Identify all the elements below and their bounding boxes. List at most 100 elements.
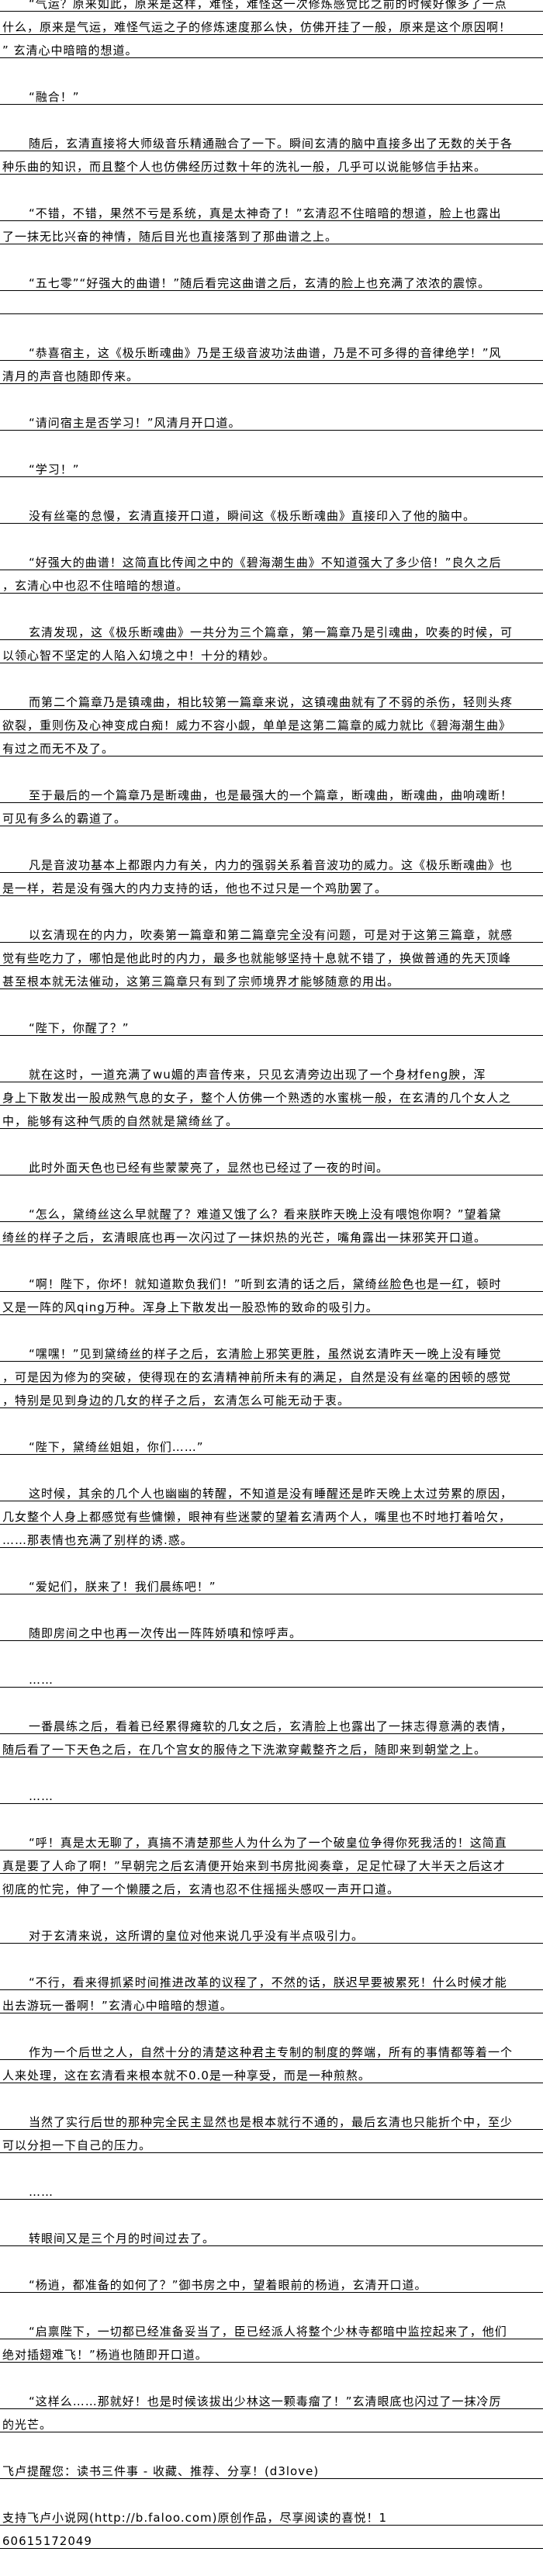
paragraph-gap — [0, 1175, 543, 1199]
paragraph: “不行，看来得抓紧时间推进改革的议程了，不然的话，朕迟早要被累死！什么时候才能出… — [0, 1967, 543, 2013]
text-line: “好强大的曲谱！这简直比传闻之中的《碧海潮生曲》不知道强大了多少倍！”良久之后 — [0, 547, 543, 570]
paragraph-gap — [0, 757, 543, 780]
text-line: ” 玄清心中暗暗的想道。 — [0, 35, 543, 58]
paragraph-gap — [0, 1641, 543, 1664]
text-line: 就在这时，一道充满了wu媚的声音传来，只见玄清旁边出现了一个身材feng腴，浑 — [0, 1059, 543, 1082]
paragraph: 随后，玄清直接将大师级音乐精通融合了一下。瞬间玄清的脑中直接多出了无数的关于各种… — [0, 128, 543, 175]
paragraph-gap — [0, 989, 543, 1013]
paragraph: 这时候，其余的几个人也幽幽的转醒，不知道是没有睡醒还是昨天晚上太过劳累的原因，几… — [0, 1478, 543, 1548]
paragraph: 一番晨练之后，看着已经累得瘫软的几女之后，玄清脸上也露出了一抹志得意满的表情，随… — [0, 1711, 543, 1757]
text-line: 而第二个篇章乃是镇魂曲，相比较第一篇章来说，这镇魂曲就有了不弱的杀伤，轻则头疼 — [0, 687, 543, 710]
text-line: 60615172049 — [0, 2526, 543, 2549]
text-line: “请问宿主是否学习！”风清月开口道。 — [0, 407, 543, 431]
paragraph-gap — [0, 524, 543, 547]
paragraph: “呼！真是太无聊了，真搞不清楚那些人为什么为了一个破皇位争得你死我活的！这简直真… — [0, 1827, 543, 1897]
paragraph-gap — [0, 1944, 543, 1967]
text-line — [0, 291, 543, 314]
text-line: 觉有些吃力了，哪怕是他此时的内力，最多也就能够坚持十息就不错了，换做普通的先天顶… — [0, 943, 543, 966]
paragraph: “启禀陛下，一切都已经准备妥当了，臣已经派人将整个少林寺都暗中监控起来了，他们绝… — [0, 2316, 543, 2363]
paragraph-gap — [0, 2432, 543, 2456]
paragraph: “怎么，黛绮丝这么早就醒了？难道又饿了么？看来朕昨天晚上没有喂饱你啊？”望着黛绮… — [0, 1199, 543, 1245]
paragraph: 而第二个篇章乃是镇魂曲，相比较第一篇章来说，这镇魂曲就有了不弱的杀伤，轻则头疼欲… — [0, 687, 543, 757]
text-line: “陛下，你醒了？” — [0, 1013, 543, 1036]
text-line: “杨逍，都准备的如何了？”御书房之中，望着眼前的杨逍，玄清开口道。 — [0, 2270, 543, 2293]
text-line: 对于玄清来说，这所谓的皇位对他来说几乎没有半点吸引力。 — [0, 1920, 543, 1944]
paragraph: 作为一个后世之人，自然十分的清楚这种君主专制的制度的弊端，所有的事情都等着一个人… — [0, 2037, 543, 2083]
text-line: 以玄清现在的内力，吹奏第一篇章和第二篇章完全没有问题，可是对于这第三篇章，就感 — [0, 919, 543, 943]
paragraph: 支持飞卢小说网(http://b.faloo.com)原创作品，尽享阅读的喜悦！… — [0, 2502, 543, 2549]
paragraph: …… — [0, 2176, 543, 2200]
text-line: “不行，看来得抓紧时间推进改革的议程了，不然的话，朕迟早要被累死！什么时候才能 — [0, 1967, 543, 1990]
text-line: 支持飞卢小说网(http://b.faloo.com)原创作品，尽享阅读的喜悦！… — [0, 2502, 543, 2526]
paragraph-gap — [0, 175, 543, 198]
paragraph-gap — [0, 58, 543, 81]
text-line: 是一样，若是没有强大的内力支持的话，他也不过只是一个鸡肋罢了。 — [0, 873, 543, 896]
paragraph-gap — [0, 1548, 543, 1571]
paragraph: “五七零”“好强大的曲谱！”随后看完这曲谱之后，玄清的脸上也充满了浓浓的震惊。 — [0, 268, 543, 314]
paragraph: “陛下，黛绮丝姐姐，你们……” — [0, 1432, 543, 1455]
paragraph-gap — [0, 1455, 543, 1478]
paragraph-gap — [0, 1594, 543, 1618]
paragraph: 玄清发现，这《极乐断魂曲》一共分为三个篇章，第一篇章乃是引魂曲，吹奏的时候，可以… — [0, 617, 543, 663]
paragraph: “不错，不错，果然不亏是系统，真是太神奇了！”玄清忍不住暗暗的想道，脸上也露出了… — [0, 198, 543, 244]
text-line: 几女整个人身上都感觉有些慵懒，眼神有些迷蒙的望着玄清两个人，嘴里也不时地打着哈欠… — [0, 1501, 543, 1525]
paragraph-gap — [0, 1245, 543, 1269]
text-line: “融合！” — [0, 81, 543, 105]
paragraph: “杨逍，都准备的如何了？”御书房之中，望着眼前的杨逍，玄清开口道。 — [0, 2270, 543, 2293]
paragraph-gap — [0, 2363, 543, 2386]
text-line: 没有丝毫的怠慢，玄清直接开口道，瞬间这《极乐断魂曲》直接印入了他的脑中。 — [0, 500, 543, 524]
text-line: “学习！” — [0, 454, 543, 477]
text-line: 种乐曲的知识，而且整个人也仿佛经历过数十年的洗礼一般，几乎可以说能够信手拈来。 — [0, 151, 543, 175]
text-line: 绝对插翅难飞！”杨逍也随即开口道。 — [0, 2339, 543, 2363]
text-line: “不错，不错，果然不亏是系统，真是太神奇了！”玄清忍不住暗暗的想道，脸上也露出 — [0, 198, 543, 221]
paragraph-gap — [0, 2479, 543, 2502]
text-line: 随后，玄清直接将大师级音乐精通融合了一下。瞬间玄清的脑中直接多出了无数的关于各 — [0, 128, 543, 151]
text-line: 欲裂，重则伤及心神变成白痴！威力不容小觑，单单是这第二篇章的威力就比《碧海潮生曲… — [0, 710, 543, 733]
paragraph: “好强大的曲谱！这简直比传闻之中的《碧海潮生曲》不知道强大了多少倍！”良久之后，… — [0, 547, 543, 594]
text-line: 彻底的忙完，伸了一个懒腰之后，玄清也忍不住摇摇头感叹一声开口道。 — [0, 1874, 543, 1897]
paragraph-gap — [0, 2293, 543, 2316]
paragraph: “学习！” — [0, 454, 543, 477]
text-line: “五七零”“好强大的曲谱！”随后看完这曲谱之后，玄清的脸上也充满了浓浓的震惊。 — [0, 268, 543, 291]
paragraph: “气运？原来如此，原来是这样，难怪，难怪这一次修炼感觉比之前的时候好像多了一点什… — [0, 0, 543, 58]
paragraph-gap — [0, 826, 543, 850]
paragraph: 以玄清现在的内力，吹奏第一篇章和第二篇章完全没有问题，可是对于这第三篇章，就感觉… — [0, 919, 543, 989]
paragraph-gap — [0, 1315, 543, 1338]
text-line: 以领心智不坚定的人陷入幻境之中！十分的精妙。 — [0, 640, 543, 663]
text-line: ，可是因为修为的突破，使得现在的玄清精神前所未有的满足，自然是没有丝毫的困顿的感… — [0, 1362, 543, 1385]
paragraph-gap — [0, 2200, 543, 2223]
text-line: 凡是音波功基本上都跟内力有关，内力的强弱关系着音波功的威力。这《极乐断魂曲》也 — [0, 850, 543, 873]
text-line: “陛下，黛绮丝姐姐，你们……” — [0, 1432, 543, 1455]
paragraph: 此时外面天色也已经有些蒙蒙亮了，显然也已经过了一夜的时间。 — [0, 1152, 543, 1175]
paragraph: 就在这时，一道充满了wu媚的声音传来，只见玄清旁边出现了一个身材feng腴，浑身… — [0, 1059, 543, 1129]
text-line: 当然了实行后世的那种完全民主显然也是根本就行不通的，最后玄清也只能折个中，至少 — [0, 2107, 543, 2130]
paragraph-gap — [0, 431, 543, 454]
paragraph: 凡是音波功基本上都跟内力有关，内力的强弱关系着音波功的威力。这《极乐断魂曲》也是… — [0, 850, 543, 896]
text-line: “啊！陛下，你坏！就知道欺负我们！”听到玄清的话之后，黛绮丝脸色也是一红，顿时 — [0, 1269, 543, 1292]
text-line: 人来处理，这在玄清看来根本就不0.0是一种享受，而是一种煎熬。 — [0, 2060, 543, 2083]
text-line: 什么，原来是气运，难怪气运之子的修炼速度那么快，仿佛开挂了一般，原来是这个原因啊… — [0, 12, 543, 35]
paragraph: 飞卢提醒您：读书三件事 - 收藏、推荐、分享！(d3love) — [0, 2456, 543, 2479]
text-line: …… — [0, 1664, 543, 1688]
text-line: 至于最后的一个篇章乃是断魂曲，也是最强大的一个篇章，断魂曲，断魂曲，曲响魂断！ — [0, 780, 543, 803]
paragraph-gap — [0, 1757, 543, 1781]
paragraph: “爱妃们，朕来了！我们晨练吧！” — [0, 1571, 543, 1594]
paragraph-gap — [0, 2153, 543, 2176]
text-line: 作为一个后世之人，自然十分的清楚这种君主专制的制度的弊端，所有的事情都等着一个 — [0, 2037, 543, 2060]
text-line: ，特别是见到身边的几女的样子之后，玄清怎么可能无动于衷。 — [0, 1385, 543, 1408]
paragraph-gap — [0, 2246, 543, 2270]
paragraph: 至于最后的一个篇章乃是断魂曲，也是最强大的一个篇章，断魂曲，断魂曲，曲响魂断！可… — [0, 780, 543, 826]
text-line: 甚至根本就无法催动，这第三篇章只有到了宗师境界才能够随意的用出。 — [0, 966, 543, 989]
paragraph-gap — [0, 1036, 543, 1059]
text-line: ，玄清心中也忍不住暗暗的想道。 — [0, 570, 543, 594]
text-line: …… — [0, 2176, 543, 2200]
text-line: “恭喜宿主，这《极乐断魂曲》乃是王级音波功法曲谱，乃是不可多得的音律绝学！”风 — [0, 338, 543, 361]
text-line: 可以分担一下自己的压力。 — [0, 2130, 543, 2153]
text-line: “嘿嘿！”见到黛绮丝的样子之后，玄清脸上邪笑更胜，虽然说玄清昨天一晚上没有睡觉 — [0, 1338, 543, 1362]
text-line: 的光芒。 — [0, 2409, 543, 2432]
paragraph: “恭喜宿主，这《极乐断魂曲》乃是王级音波功法曲谱，乃是不可多得的音律绝学！”风清… — [0, 338, 543, 384]
paragraph-gap — [0, 2083, 543, 2107]
paragraph-gap — [0, 105, 543, 128]
text-line: 又是一阵的风qing万种。浑身上下散发出一股恐怖的致命的吸引力。 — [0, 1292, 543, 1315]
